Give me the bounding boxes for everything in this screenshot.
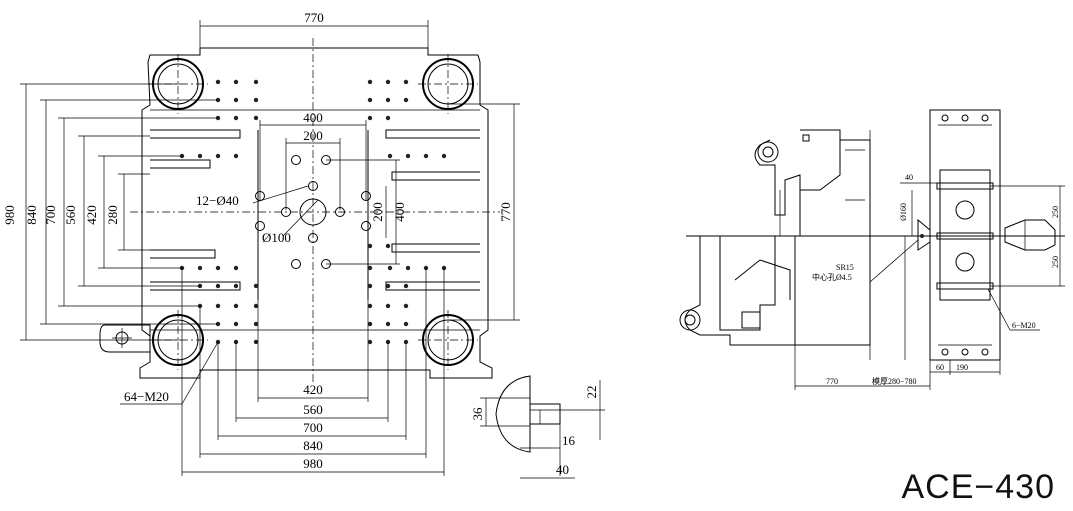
dim-420-vertical: 420: [84, 205, 99, 225]
dim-840-vertical: 840: [24, 205, 39, 225]
model-number: ACE−430: [901, 468, 1055, 506]
tie-bar-bottom-right: [418, 310, 478, 370]
dim-980-vertical: 980: [2, 205, 17, 225]
dim-36-slot: 36: [470, 407, 485, 421]
label-center-hole: 中心孔Ø4.5: [812, 272, 852, 282]
platen-ear: [99, 324, 151, 353]
label-sr15: SR15: [836, 263, 854, 272]
dim-400-inner: 400: [303, 110, 323, 125]
label-6-m20: 6−M20: [1012, 321, 1036, 330]
dim-560-vertical: 560: [63, 205, 78, 225]
platen-front-view: 770 400 200 980 840 700: [2, 10, 520, 476]
dim-190-side: 190: [956, 363, 968, 372]
dim-200-inner: 200: [303, 128, 323, 143]
tie-bar-top-right: [418, 54, 478, 114]
dim-inner-top: 400 200: [259, 110, 367, 210]
machine-side-view: 40 Ø160 250 250 SR15 中心孔Ø4.5 6−M20 60 19…: [679, 109, 1065, 390]
dim-420-bottom: 420: [303, 382, 323, 397]
label-tapped-holes: 64−M20: [124, 389, 169, 404]
dim-280-vertical: 280: [105, 205, 120, 225]
dim-bottom-horizontals: 420 560 700 840 980: [181, 268, 445, 476]
dim-700-vertical: 700: [43, 205, 58, 225]
dim-770-side: 770: [826, 377, 838, 386]
dim-770-top: 770: [304, 10, 324, 25]
dim-right-inner: 200 400: [326, 159, 407, 265]
label-center-bore: Ø100: [262, 230, 291, 245]
dim-250-bottom-side: 250: [1051, 256, 1060, 268]
dim-40-slot: 40: [556, 462, 569, 477]
dim-560-bottom: 560: [303, 402, 323, 417]
dim-250-top-side: 250: [1051, 206, 1060, 218]
dim-40-side: 40: [905, 173, 913, 182]
dim-160-side: Ø160: [899, 203, 908, 221]
dim-right-770: 770: [448, 103, 520, 321]
dim-980-bottom: 980: [303, 456, 323, 471]
dim-22-slot: 22: [584, 386, 599, 399]
dim-770-right: 770: [498, 202, 513, 222]
t-slots: [150, 129, 480, 300]
dim-60-side: 60: [936, 363, 944, 372]
label-12-holes: 12−Ø40: [196, 193, 239, 208]
t-slot-detail: 36 22 16 40: [470, 375, 605, 479]
dim-200-right: 200: [370, 202, 385, 222]
dim-left-verticals: 980 840 700 560 420 280: [2, 83, 218, 341]
dim-840-bottom: 840: [303, 438, 323, 453]
dim-700-bottom: 700: [303, 420, 323, 435]
dim-400-right: 400: [392, 202, 407, 222]
dim-16-slot: 16: [562, 433, 576, 448]
dim-top-770: 770: [199, 10, 429, 55]
dim-mold-thickness: 模厚280−780: [872, 376, 917, 386]
